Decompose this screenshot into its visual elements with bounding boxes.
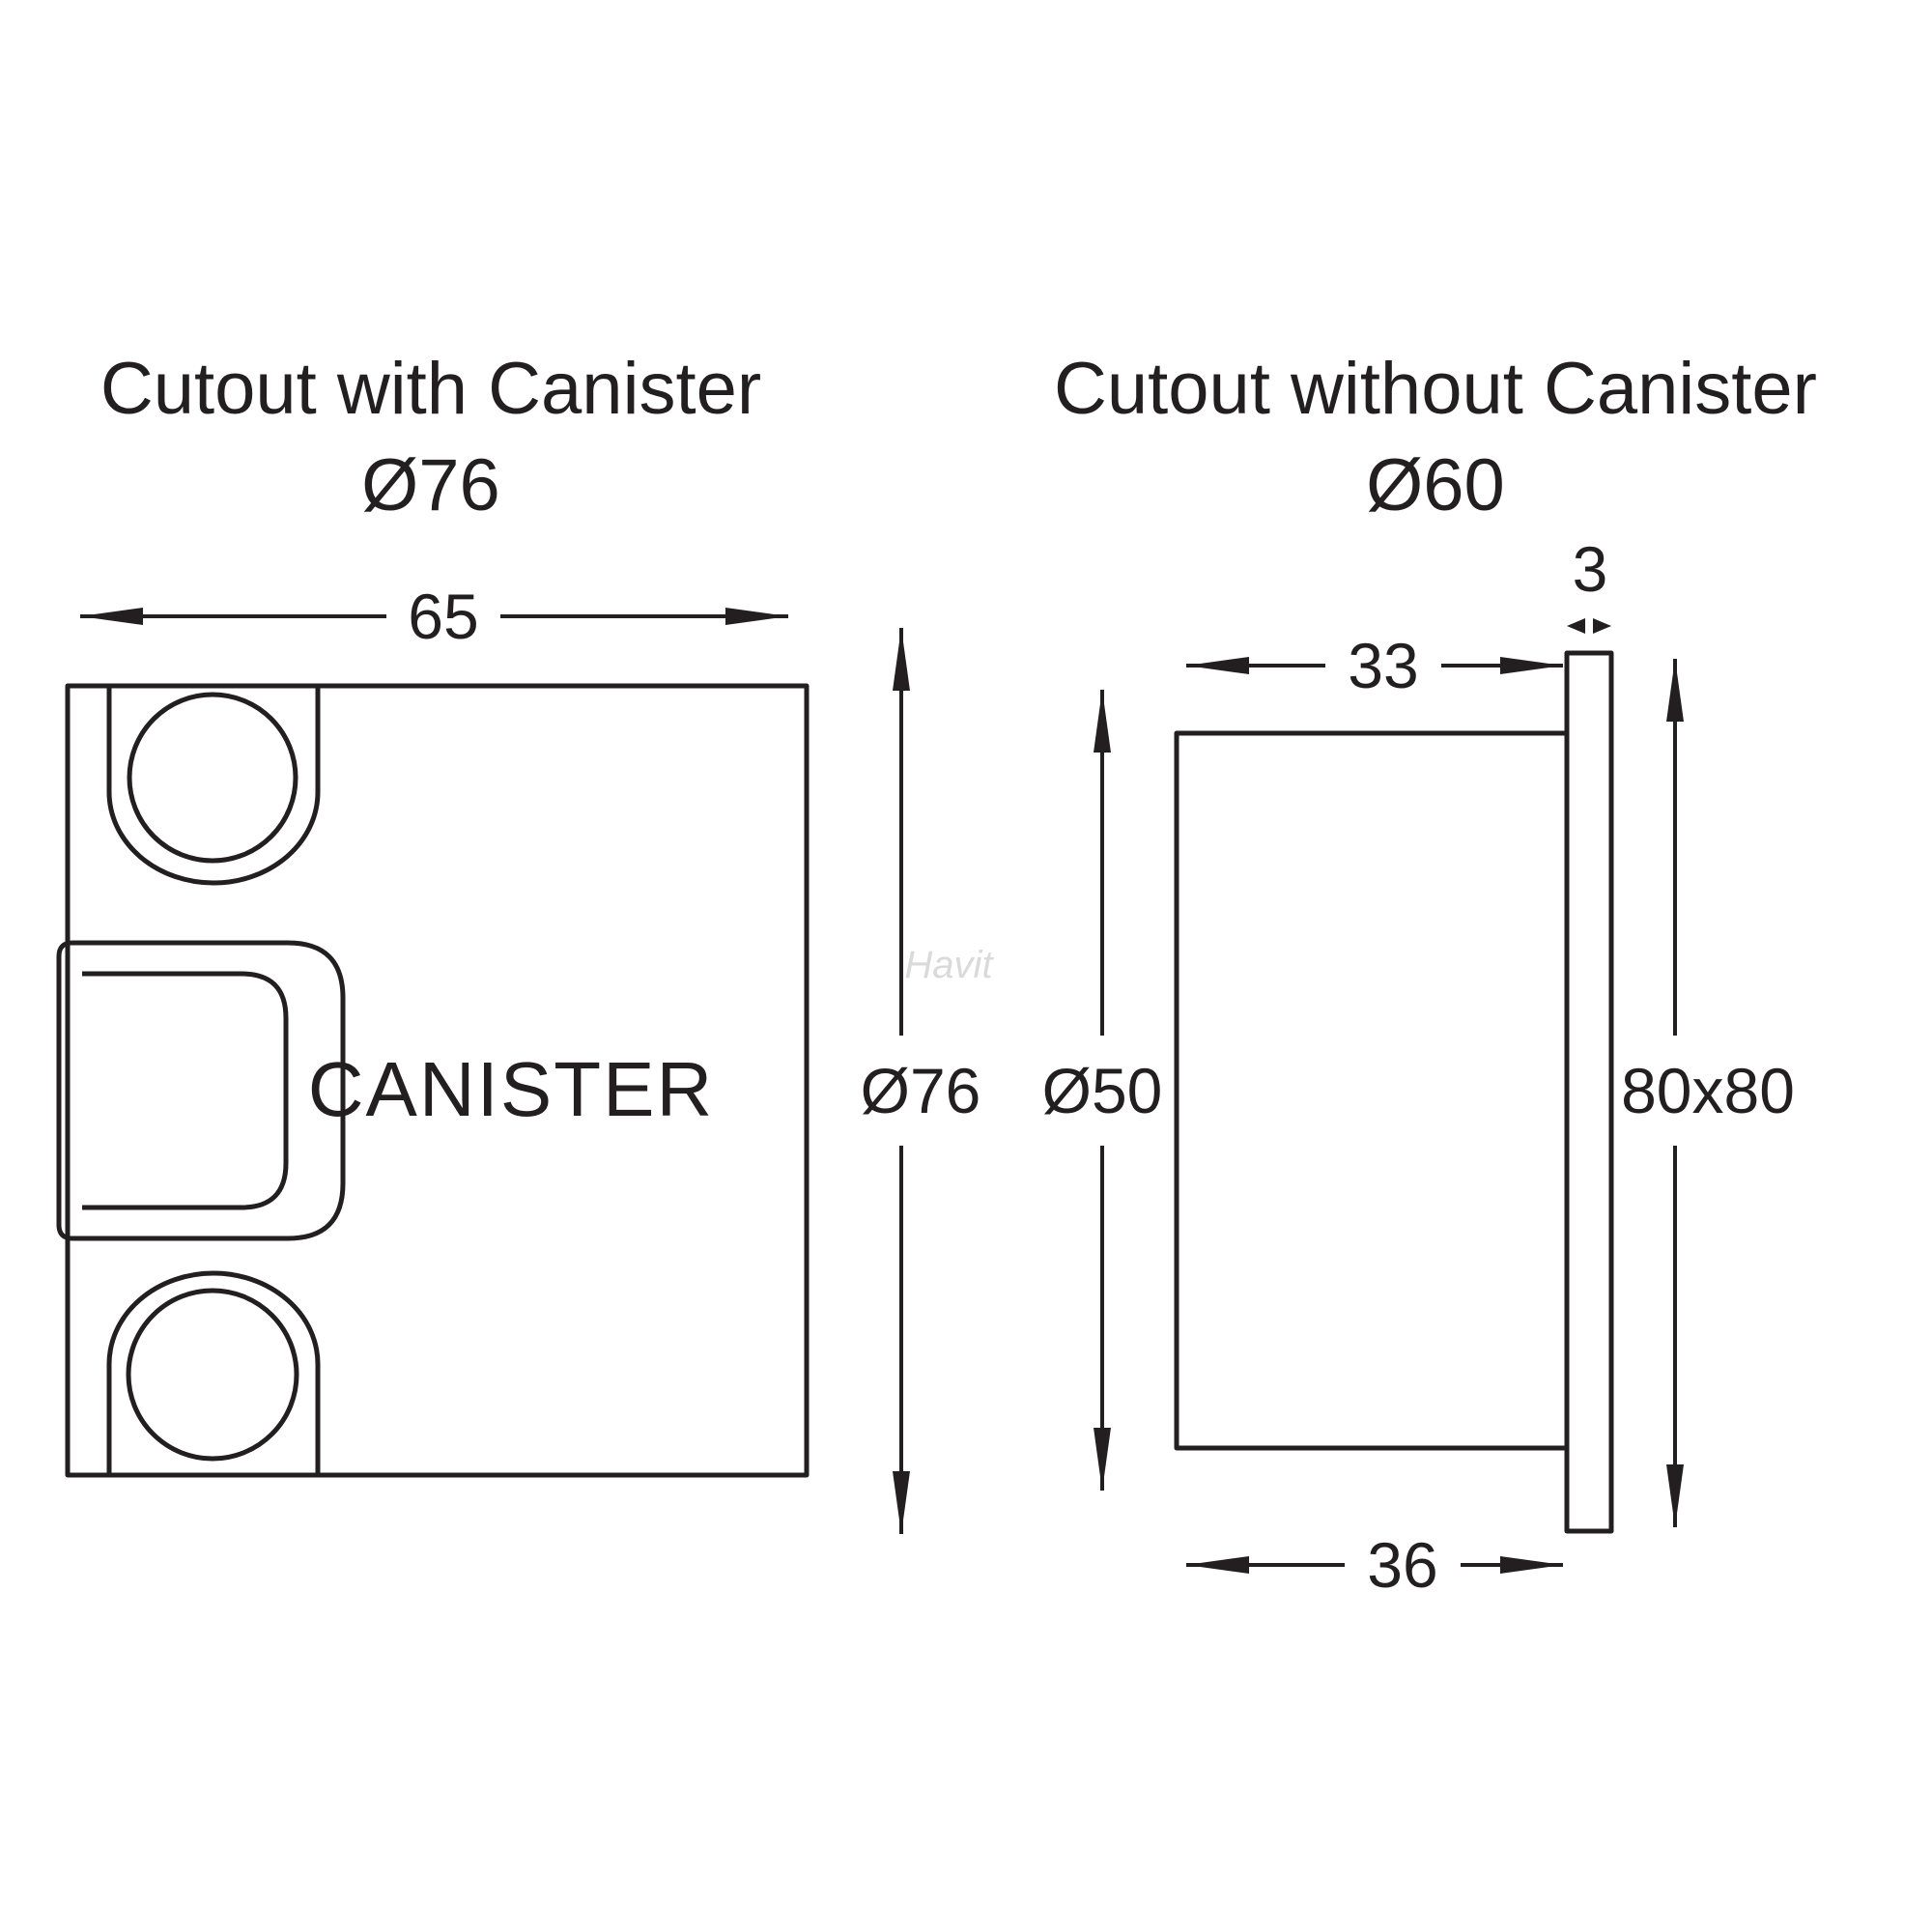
arrowhead-right [1593, 618, 1611, 634]
arrowhead-up [1094, 690, 1111, 753]
canister-outline [56, 940, 346, 1241]
arrowhead-down [1094, 1428, 1111, 1491]
dim-plate-thickness-value: 3 [1573, 533, 1608, 605]
dim-total-depth-value: 36 [1367, 1529, 1437, 1601]
bottom-socket-circle [126, 1288, 299, 1462]
dim-left-height: Ø76 [861, 628, 981, 1534]
arrowhead-right [1500, 1556, 1563, 1574]
top-socket-outline [106, 688, 321, 886]
canister-label: CANISTER [308, 1046, 715, 1132]
left-view-title: Cutout with Canister [100, 348, 761, 430]
dim-recess-depth-value: 33 [1348, 630, 1418, 701]
arrowhead-right [1500, 657, 1563, 674]
canister-inner-line [82, 971, 289, 1210]
dim-left-width: 65 [80, 581, 788, 652]
right-view-subtitle: Ø60 [1366, 444, 1505, 526]
arrowhead-left [1186, 1556, 1249, 1574]
arrowhead-left [1567, 618, 1585, 634]
dim-plate-size: 80x80 [1621, 659, 1795, 1527]
dim-plate-size-value: 80x80 [1621, 1055, 1795, 1126]
right-view-title: Cutout without Canister [1054, 348, 1817, 430]
dim-plate-thickness: 3 [1567, 533, 1611, 634]
arrowhead-up [1666, 659, 1684, 722]
left-view-subtitle: Ø76 [361, 444, 500, 526]
dim-body-diameter: Ø50 [1042, 690, 1163, 1491]
arrowhead-left [80, 608, 143, 625]
bottom-socket-outline [106, 1270, 321, 1473]
top-socket-circle [127, 692, 298, 864]
arrowhead-down [1666, 1464, 1684, 1527]
dim-recess-depth: 33 [1186, 630, 1563, 701]
arrowhead-left [1186, 657, 1249, 674]
left-square-body-outline [65, 683, 810, 1478]
dim-left-height-value: Ø76 [861, 1055, 981, 1126]
arrowhead-down [893, 1471, 910, 1534]
arrowhead-right [725, 608, 788, 625]
dim-left-width-value: 65 [408, 581, 478, 652]
arrowhead-up [893, 628, 910, 691]
dim-total-depth: 36 [1186, 1529, 1563, 1601]
dim-body-diameter-value: Ø50 [1042, 1055, 1163, 1126]
watermark: Havit [904, 944, 994, 986]
right-body-outline [1174, 730, 1570, 1451]
right-faceplate-outline [1564, 650, 1614, 1534]
right-view: Cutout without Canister Ø60 3 33 [1042, 348, 1817, 1601]
left-view: Cutout with Canister Ø76 CANISTER 65 [56, 348, 981, 1534]
